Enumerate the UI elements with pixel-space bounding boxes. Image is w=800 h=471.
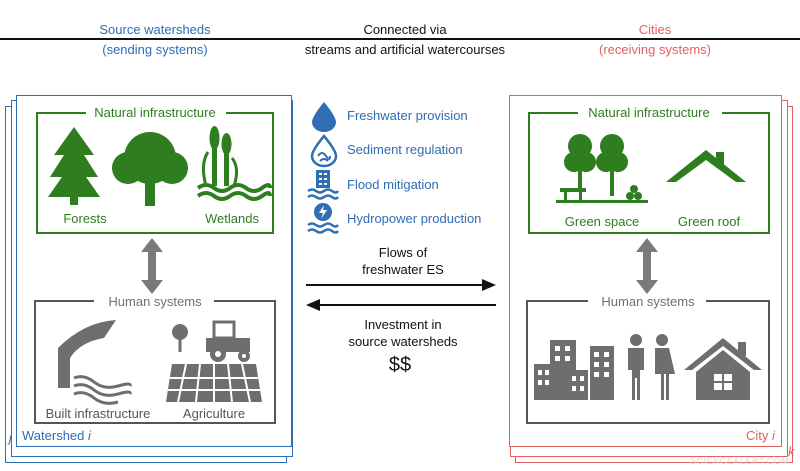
right-header: Cities (receiving systems) bbox=[560, 20, 750, 60]
house-icon bbox=[684, 338, 762, 400]
green-space-label: Green space bbox=[564, 214, 640, 229]
flow-right-arrow-icon bbox=[306, 279, 496, 291]
people-icon bbox=[628, 334, 675, 400]
right-header-subtitle: (receiving systems) bbox=[599, 42, 711, 57]
wetlands-label: Wetlands bbox=[205, 211, 259, 226]
investment-left-arrow-icon bbox=[306, 299, 496, 311]
left-header-subtitle: (sending systems) bbox=[102, 42, 208, 57]
city-buildings-icon bbox=[534, 340, 614, 400]
flows-label-line2: freshwater ES bbox=[362, 262, 444, 277]
left-exchange-arrow-icon bbox=[141, 238, 163, 294]
left-human-box bbox=[34, 300, 276, 424]
left-natural-top-left bbox=[36, 112, 86, 114]
right-human-title: Human systems bbox=[601, 294, 695, 309]
service-sediment-regulation: Sediment regulation bbox=[347, 142, 463, 157]
header-divider bbox=[0, 38, 800, 40]
right-human-top-left bbox=[526, 300, 588, 302]
left-human-title: Human systems bbox=[108, 294, 202, 309]
water-drop-icon bbox=[312, 102, 336, 132]
agriculture-icon bbox=[166, 320, 262, 403]
left-natural-title: Natural infrastructure bbox=[94, 105, 216, 120]
flows-label-line1: Flows of bbox=[378, 245, 428, 260]
right-natural-title: Natural infrastructure bbox=[588, 105, 710, 120]
right-corner-index: k bbox=[788, 444, 795, 459]
city-footer-label: City i bbox=[746, 428, 775, 443]
right-natural-top-right bbox=[722, 112, 768, 114]
flows-label: Flows of freshwater ES bbox=[330, 244, 476, 278]
service-hydropower-production: Hydropower production bbox=[347, 211, 482, 226]
investment-label: Investment in source watersheds bbox=[320, 316, 486, 350]
green-roof-label: Green roof bbox=[677, 214, 741, 229]
right-human-box bbox=[526, 300, 770, 424]
left-human-top-right bbox=[214, 300, 274, 302]
service-flood-mitigation: Flood mitigation bbox=[347, 177, 439, 192]
forests-label: Forests bbox=[63, 211, 107, 226]
investment-label-line1: Investment in bbox=[364, 317, 442, 332]
tree-icon bbox=[112, 132, 188, 206]
center-header-subtitle: streams and artificial watercourses bbox=[304, 42, 506, 57]
agriculture-label: Agriculture bbox=[182, 406, 246, 421]
built-infrastructure-label: Built infrastructure bbox=[45, 406, 151, 421]
left-human-top-left bbox=[34, 300, 94, 302]
service-freshwater-provision: Freshwater provision bbox=[347, 108, 468, 123]
left-natural-box bbox=[36, 112, 274, 234]
left-natural-top-right bbox=[226, 112, 272, 114]
green-roof-icon bbox=[666, 150, 746, 182]
dam-icon bbox=[58, 320, 132, 405]
money-symbol: $$ bbox=[388, 354, 412, 376]
forest-icon bbox=[48, 127, 100, 205]
right-natural-box bbox=[528, 112, 770, 234]
right-natural-top-left bbox=[528, 112, 578, 114]
flood-building-icon bbox=[307, 170, 340, 200]
green-space-icon bbox=[556, 134, 648, 203]
watershed-footer-label: Watershed i bbox=[22, 428, 91, 443]
sediment-drop-icon bbox=[310, 134, 338, 168]
center-header-title: Connected via bbox=[363, 22, 447, 37]
center-header: Connected via streams and artificial wat… bbox=[280, 20, 530, 60]
right-header-title: Cities bbox=[638, 22, 672, 37]
right-human-top-right bbox=[706, 300, 768, 302]
wetland-icon bbox=[196, 126, 272, 201]
right-exchange-arrow-icon bbox=[636, 238, 658, 294]
left-header: Source watersheds (sending systems) bbox=[60, 20, 250, 60]
left-corner-index: j bbox=[9, 430, 12, 445]
investment-label-line2: source watersheds bbox=[348, 334, 458, 349]
hydropower-icon bbox=[307, 203, 340, 234]
left-header-title: Source watersheds bbox=[99, 22, 211, 37]
watermark-text: SCIENCEALERT.COM bbox=[690, 456, 790, 466]
